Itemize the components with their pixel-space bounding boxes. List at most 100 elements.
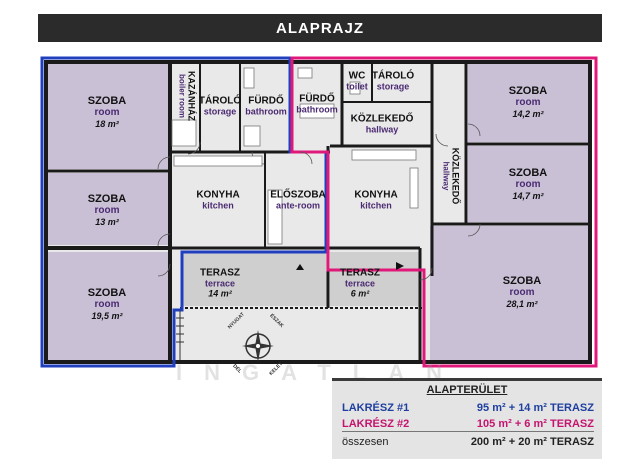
room-f-label: SZOBA room 28,1 m² <box>503 275 542 309</box>
room-c-area-text: 19,5 m² <box>91 310 123 321</box>
terrace-left-area-text: 14 m² <box>208 288 232 299</box>
kitchen-left-area <box>172 154 264 246</box>
room-f-area-text: 28,1 m² <box>506 298 538 309</box>
terrace-left-label: TERASZ terrace 14 m² <box>200 267 240 298</box>
room-a-label: SZOBA room 18 m² <box>88 95 127 129</box>
room-a-name: SZOBA <box>87 95 127 108</box>
boiler-name: KAZÁNHÁZ <box>186 71 197 121</box>
terrace-right-en: terrace <box>344 278 376 289</box>
room-e-area-text: 14,7 m² <box>512 190 544 201</box>
room-a-en: room <box>94 107 120 119</box>
room-c-name: SZOBA <box>87 287 127 300</box>
room-c-label: SZOBA room 19,5 m² <box>88 287 127 321</box>
summary-row-total: összesen 200 m² + 20 m² TERASZ <box>342 435 594 449</box>
hall-small-en: hallway <box>365 124 399 135</box>
kitchen-left-name: KONYHA <box>196 189 240 201</box>
hall-small-name: KÖZLEKEDŐ <box>350 113 414 125</box>
fixtures <box>171 67 419 245</box>
terrace-left-en: terrace <box>204 278 236 289</box>
unit-2-outline <box>290 56 598 368</box>
wc-name: WC <box>348 70 366 82</box>
summary-row-unit1: LAKRÉSZ #1 95 m² + 14 m² TERASZ <box>342 401 594 415</box>
walls <box>44 60 592 364</box>
terrace-left-name: TERASZ <box>200 267 240 279</box>
room-d-name: SZOBA <box>508 85 548 98</box>
page-title: ALAPRAJZ <box>38 14 602 42</box>
entry-arrow-up <box>296 264 304 270</box>
area-summary: ALAPTERÜLET LAKRÉSZ #1 95 m² + 14 m² TER… <box>332 378 602 459</box>
hall-small-area <box>344 104 430 144</box>
kitchen-right-en: kitchen <box>360 200 392 211</box>
bath-right-label: FÜRDŐ bathroom <box>296 93 338 114</box>
bath-left-name: FÜRDŐ <box>248 95 284 107</box>
storage-left-en: storage <box>203 106 237 117</box>
bath-left-label: FÜRDŐ bathroom <box>245 95 287 116</box>
summary-row-unit1-name: LAKRÉSZ #1 <box>342 402 410 414</box>
compass-icon <box>242 330 274 362</box>
room-e-en: room <box>515 179 541 191</box>
room-f-name: SZOBA <box>502 275 542 288</box>
storage-left-name: TÁROLÓ <box>198 95 242 107</box>
boiler-label: KAZÁNHÁZ boiler room <box>177 71 196 121</box>
storage-right-en: storage <box>376 81 410 92</box>
entrance-stairs <box>176 310 184 360</box>
summary-row-total-name: összesen <box>342 436 389 448</box>
kitchen-left-label: KONYHA kitchen <box>196 189 239 210</box>
room-f-en: room <box>509 287 535 299</box>
summary-divider <box>342 431 594 432</box>
room-e-area <box>468 146 592 222</box>
room-d-label: SZOBA room 14,2 m² <box>509 85 548 119</box>
room-b-en: room <box>94 205 120 217</box>
terrace-right-area <box>330 252 420 306</box>
terrace-right-label: TERASZ terrace 6 m² <box>340 267 380 298</box>
terrace-right-name: TERASZ <box>340 267 380 279</box>
hall-small-label: KÖZLEKEDŐ hallway <box>351 113 414 134</box>
hall-vertical-label: KÖZLEKEDŐ hallway <box>441 148 460 205</box>
anteroom-name: ELŐSZOBA <box>270 189 326 201</box>
room-b-area <box>48 173 168 245</box>
room-d-en: room <box>515 97 541 109</box>
bath-right-en: bathroom <box>296 104 338 115</box>
kitchen-right-label: KONYHA kitchen <box>354 189 397 210</box>
room-c-area <box>48 252 168 360</box>
room-d-area <box>468 64 592 142</box>
area-summary-title: ALAPTERÜLET <box>426 384 508 396</box>
room-b-label: SZOBA room 13 m² <box>88 193 127 227</box>
bath-left-en: bathroom <box>245 106 287 117</box>
anteroom-en: ante-room <box>275 200 320 211</box>
storage-right-area <box>374 64 410 100</box>
hall-vertical-en: hallway <box>441 161 451 191</box>
storage-right-name: TÁROLÓ <box>371 70 415 82</box>
room-e-label: SZOBA room 14,7 m² <box>509 167 548 201</box>
hall-vertical-name: KÖZLEKEDŐ <box>450 147 461 205</box>
room-d-area-text: 14,2 m² <box>512 108 544 119</box>
room-a-area-text: 18 m² <box>95 118 119 129</box>
unit-1-outline <box>40 56 328 368</box>
entry-arrow-right <box>396 262 404 270</box>
summary-row-unit2-value: 105 m² + 6 m² TERASZ <box>476 418 594 430</box>
kitchen-right-area <box>330 148 420 246</box>
anteroom-label: ELŐSZOBA ante-room <box>270 189 326 210</box>
room-b-name: SZOBA <box>87 193 127 206</box>
bath-right-name: FÜRDŐ <box>299 93 335 105</box>
room-a-area <box>48 64 168 169</box>
summary-row-unit1-value: 95 m² + 14 m² TERASZ <box>476 402 594 414</box>
room-e-name: SZOBA <box>508 167 548 180</box>
summary-row-total-value: 200 m² + 20 m² TERASZ <box>470 436 594 448</box>
room-f-area <box>430 226 592 360</box>
kitchen-right-name: KONYHA <box>354 189 398 201</box>
terrace-left-area <box>182 252 328 306</box>
storage-left-area <box>202 64 238 150</box>
kitchen-left-en: kitchen <box>202 200 234 211</box>
terrace-right-area-text: 6 m² <box>350 288 370 299</box>
room-c-en: room <box>94 299 120 311</box>
wc-en: toilet <box>346 81 368 92</box>
storage-right-label: TÁROLÓ storage <box>372 70 414 91</box>
wc-label: WC toilet <box>346 70 368 91</box>
summary-row-unit2: LAKRÉSZ #2 105 m² + 6 m² TERASZ <box>342 417 594 431</box>
storage-left-label: TÁROLÓ storage <box>199 95 241 116</box>
room-b-area-text: 13 m² <box>95 216 119 227</box>
boiler-en: boiler room <box>177 73 187 118</box>
summary-row-unit2-name: LAKRÉSZ #2 <box>342 418 410 430</box>
